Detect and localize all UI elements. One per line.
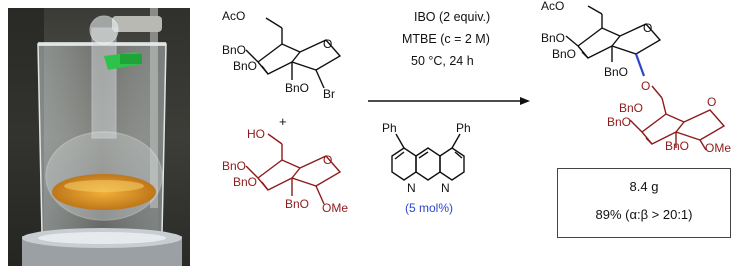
donor-bno-label-2: BnO xyxy=(233,59,257,73)
acceptor-ho-label: HO xyxy=(247,127,265,141)
reaction-photo xyxy=(8,8,190,266)
result-yield: 89% (α:β > 20:1) xyxy=(595,207,693,222)
catalyst-loading: (5 mol%) xyxy=(405,201,453,215)
catalyst-structure xyxy=(391,133,465,181)
acceptor-bno-label-2: BnO xyxy=(233,175,257,189)
plus-sign: + xyxy=(279,114,287,129)
condition-temperature-time: 50 °C, 24 h xyxy=(411,54,474,68)
product-ring-o-lower: O xyxy=(707,95,716,109)
glycosyl-donor xyxy=(245,17,342,89)
catalyst-ph-left: Ph xyxy=(382,121,397,135)
product-linker-o: O xyxy=(641,79,650,93)
product-bno-label-1: BnO xyxy=(541,31,565,45)
product-bno-label-4: BnO xyxy=(619,101,643,115)
acceptor-bno-label-1: BnO xyxy=(222,159,246,173)
new-glycosidic-bond xyxy=(634,53,646,77)
result-mass: 8.4 g xyxy=(629,179,659,194)
donor-aco-label: AcO xyxy=(222,9,245,23)
catalyst-n-right: N xyxy=(441,181,450,195)
acceptor-ome-label: OMe xyxy=(322,201,348,215)
product-upper-ring xyxy=(565,5,662,62)
reaction-arrow xyxy=(368,97,530,105)
product-aco-label: AcO xyxy=(541,0,564,13)
acceptor-ring-o: O xyxy=(323,153,332,167)
donor-bno-label-1: BnO xyxy=(222,43,246,57)
product-lower-ring xyxy=(629,85,726,151)
condition-reagent: IBO (2 equiv.) xyxy=(414,10,491,24)
product-bno-label-5: BnO xyxy=(607,115,631,129)
donor-ring-o: O xyxy=(323,37,332,51)
product-bno-label-3: BnO xyxy=(604,65,628,79)
acceptor-bno-label-3: BnO xyxy=(285,197,309,211)
condition-solvent: MTBE (c = 2 M) xyxy=(402,32,490,46)
product-ome-label: OMe xyxy=(705,141,731,155)
product-ring-o-upper: O xyxy=(643,21,652,35)
donor-br-label: Br xyxy=(323,87,335,101)
donor-bno-label-3: BnO xyxy=(285,81,309,95)
glycosyl-acceptor xyxy=(245,133,342,205)
result-box: 8.4 g 89% (α:β > 20:1) xyxy=(557,168,731,238)
product-bno-label-6: BnO xyxy=(665,139,689,153)
catalyst-n-left: N xyxy=(407,181,416,195)
product-bno-label-2: BnO xyxy=(552,47,576,61)
catalyst-ph-right: Ph xyxy=(456,121,471,135)
